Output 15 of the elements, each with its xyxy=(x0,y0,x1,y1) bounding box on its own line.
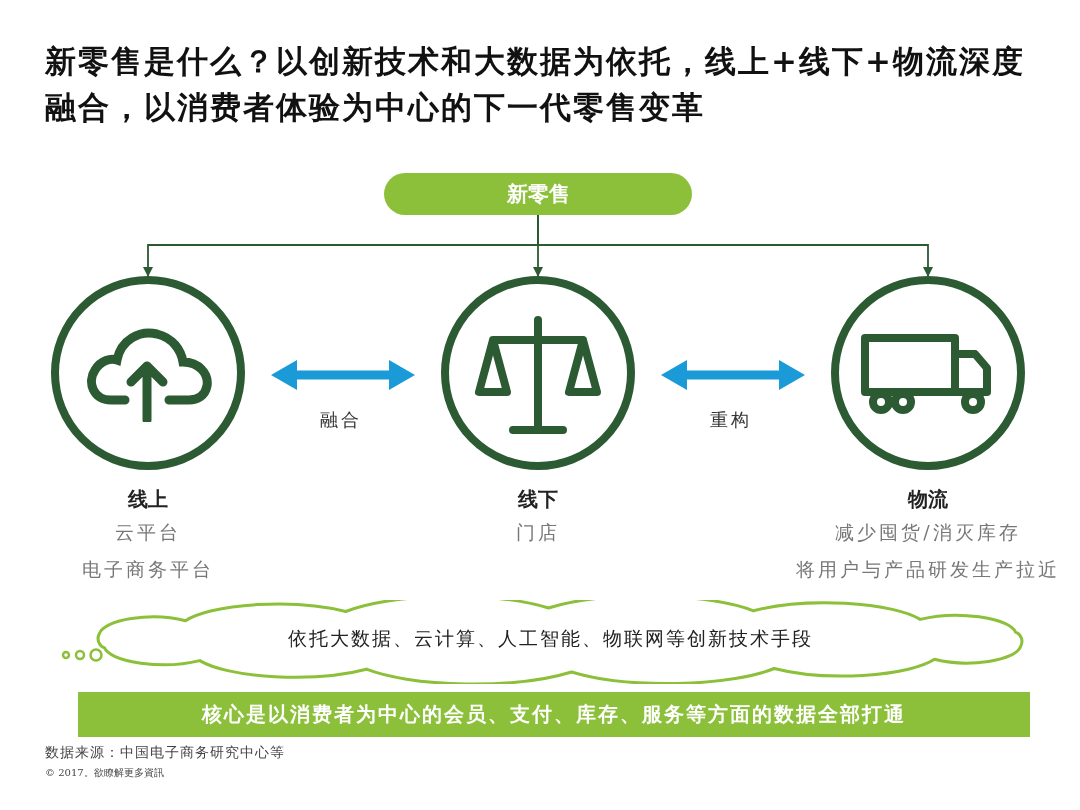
source-note: 数据来源：中国电子商务研究中心等 xyxy=(45,744,285,762)
description: 门店 xyxy=(516,520,560,545)
description: 将用户与产品研发生产拉近 xyxy=(796,557,1060,582)
heading: 线下 xyxy=(518,486,558,513)
arrow xyxy=(271,360,415,390)
description: 云平台 xyxy=(115,520,181,545)
copyright-note: © 2017。欲瞭解更多資訊 xyxy=(45,766,164,780)
banner-bar: 核心是以消费者为中心的会员、支付、库存、服务等方面的数据全部打通 xyxy=(78,692,1030,737)
title: 新零售是什么？以创新技术和大数据为依托，线上+线下+物流深度融合，以消费者体验为中心的下一代零售变革 xyxy=(45,42,1026,127)
pill-box: 新零售 xyxy=(384,173,692,215)
description: 电子商务平台 xyxy=(82,557,214,582)
heading: 物流 xyxy=(908,486,948,513)
description: 减少囤货/消灭库存 xyxy=(835,520,1021,545)
heading: 线上 xyxy=(128,486,168,513)
cloud-text: 依托大数据、云计算、人工智能、物联网等创新技术手段 xyxy=(287,626,813,651)
